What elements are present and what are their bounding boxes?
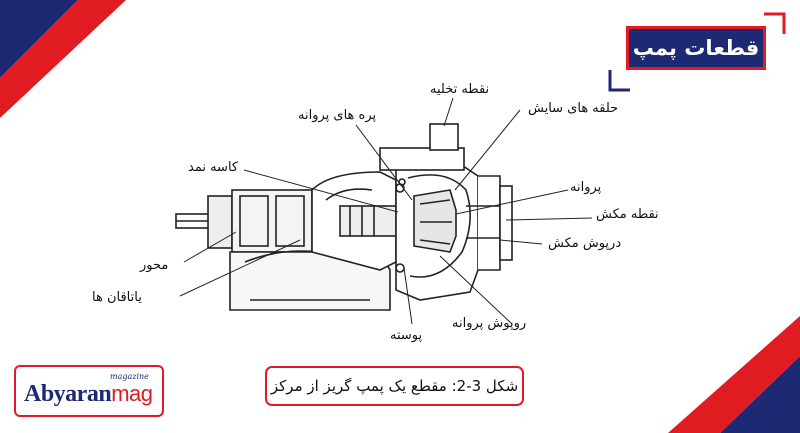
title-bracket-bottom-left (608, 70, 630, 92)
figure-caption: شکل 3-2: مقطع یک پمپ گریز از مرکز (265, 366, 524, 406)
logo-brand-part2: mag (111, 381, 153, 406)
logo-tagline: magazine (110, 372, 149, 381)
abyaranmag-logo[interactable]: magazine Abyaranmag (14, 365, 164, 417)
corner-ribbon-bottom-right-red (668, 316, 800, 433)
label-impeller: پروانه (570, 180, 602, 195)
logo-wordmark: Abyaranmag (24, 381, 153, 408)
label-shaft: محور (140, 258, 169, 273)
label-wear-rings: حلقه های سایش (528, 101, 619, 116)
pump-body (175, 123, 513, 311)
label-impeller-cover: روپوش پروانه (452, 316, 527, 331)
page-title: قطعات پمپ (626, 26, 766, 70)
label-impeller-blades: پره های پروانه (298, 108, 377, 123)
label-gland: کاسه نمد (188, 160, 239, 175)
title-bracket-top-right (764, 12, 786, 34)
label-suction-cover: درپوش مکش (548, 236, 622, 251)
label-leader-lines (179, 97, 593, 325)
label-discharge-point: نقطه تخلیه (430, 82, 490, 97)
corner-ribbon-top-left-red (0, 0, 126, 118)
logo-brand-part1: Abyaran (24, 381, 112, 407)
label-bearings: یاتاقان ها (92, 290, 142, 305)
label-casing: پوسته (390, 328, 423, 343)
label-suction-point: نقطه مکش (596, 207, 659, 222)
